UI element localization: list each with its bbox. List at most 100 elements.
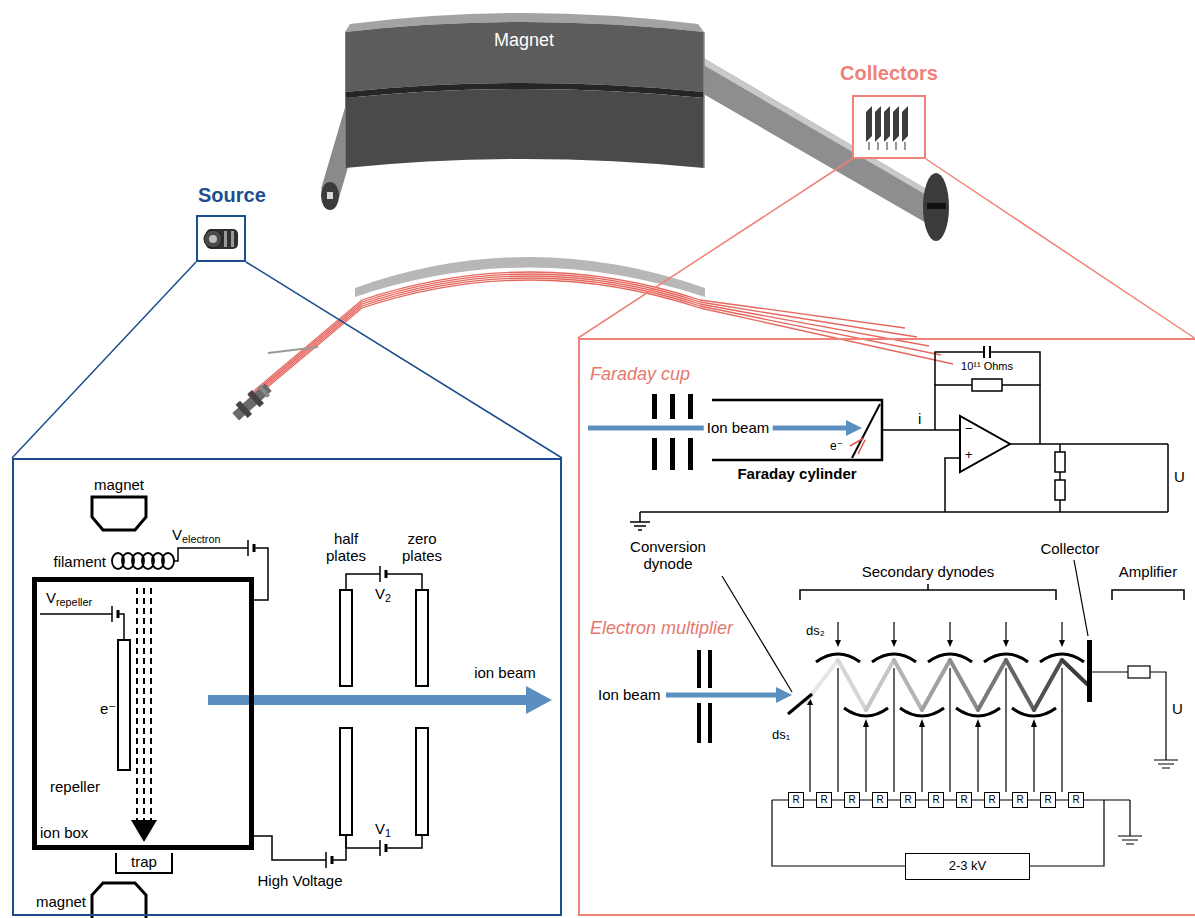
slit-plate xyxy=(268,347,318,353)
ion-box: Vrepellerrepellere⁻ion box xyxy=(32,577,254,850)
resistor-box: R xyxy=(844,792,860,808)
part-label: trap xyxy=(131,853,157,870)
dynode-wire xyxy=(1092,671,1128,672)
part-label: magnet xyxy=(94,476,144,493)
leader-line xyxy=(578,159,1195,338)
amplifier-circuit xyxy=(945,458,960,512)
wire-arrowhead xyxy=(947,640,953,647)
bracket xyxy=(800,584,1184,600)
magnet-face xyxy=(345,22,704,92)
electron-cascade xyxy=(806,660,1087,710)
source-icon xyxy=(231,231,234,247)
slit-plate xyxy=(697,703,701,743)
source-box: Source xyxy=(196,215,246,262)
slit-plate xyxy=(670,438,675,470)
wire-arrowhead xyxy=(835,640,841,647)
part-label: e⁻ xyxy=(100,700,116,717)
ion-trajectory xyxy=(252,280,953,400)
magnet-shape xyxy=(345,4,705,176)
wire xyxy=(254,836,326,860)
ion-beam-arrow xyxy=(846,420,862,436)
part-label: zero plates xyxy=(396,530,448,565)
part-label: half plates xyxy=(320,530,372,565)
part-label: Ion beam xyxy=(598,686,661,703)
deflection-plate xyxy=(416,728,428,835)
dynode-wire xyxy=(1030,800,1104,866)
slit-plate xyxy=(708,650,712,688)
part-label: e⁻ xyxy=(830,440,843,454)
wire-arrowhead xyxy=(975,719,981,727)
source-icon xyxy=(204,230,222,248)
wire-arrowhead xyxy=(863,719,869,727)
dynode xyxy=(928,654,972,662)
battery-symbol xyxy=(379,840,381,856)
amplifier-circuit xyxy=(1055,480,1065,500)
ion-source-device xyxy=(247,390,264,407)
magnet-pole xyxy=(92,883,146,918)
slit-plate xyxy=(670,394,675,419)
dynode-wire xyxy=(865,722,866,792)
wire-arrowhead xyxy=(891,640,897,647)
resistor-box: R xyxy=(788,792,804,808)
electron-cascade xyxy=(978,660,1006,710)
collector-icon xyxy=(902,106,908,142)
part-label: Ion beam xyxy=(704,419,773,436)
amplifier-circuit xyxy=(1059,472,1061,480)
electron-beam xyxy=(131,820,157,842)
source-icon xyxy=(197,216,245,261)
electron-beam xyxy=(131,588,157,842)
leader-line xyxy=(1074,560,1088,636)
slit-plate xyxy=(708,703,712,743)
bracket xyxy=(800,584,1056,600)
collector-plate xyxy=(1087,640,1092,702)
leader-line xyxy=(722,560,1088,692)
section-heading: Electron multiplier xyxy=(590,618,733,639)
dynode-wire xyxy=(809,700,810,792)
dynode-wire xyxy=(772,622,1178,866)
amplifier-circuit xyxy=(1059,444,1061,452)
collector-icon xyxy=(866,106,872,142)
dynode xyxy=(984,654,1028,662)
wire-arrowhead xyxy=(807,640,1065,727)
op-amp-symbol xyxy=(960,416,1010,472)
battery-symbol xyxy=(247,540,249,556)
section-heading: Source xyxy=(198,184,266,207)
box-label: R xyxy=(932,794,939,806)
part-label: ion box xyxy=(40,824,88,841)
dynode-wire xyxy=(1128,666,1150,678)
box-label: R xyxy=(848,794,855,806)
wire-arrowhead xyxy=(1003,640,1009,647)
electron-cascade xyxy=(950,660,978,710)
electron-cascade xyxy=(838,660,866,710)
box-label: R xyxy=(960,794,967,806)
resistor-box: R xyxy=(872,792,888,808)
box-label: R xyxy=(876,794,883,806)
resistor-box: R xyxy=(984,792,1000,808)
voltage-label: Vrepeller xyxy=(46,589,92,606)
dynode-wire xyxy=(1005,668,1006,792)
collector-icon xyxy=(875,106,881,142)
dynode-wire xyxy=(893,668,894,792)
magnet-label: Magnet xyxy=(494,30,554,51)
amplifier-circuit xyxy=(1059,500,1061,512)
trap-bracket xyxy=(116,853,172,873)
electron-cascade xyxy=(1006,660,1034,710)
wire xyxy=(346,835,380,848)
part-label: Collector xyxy=(1040,540,1099,557)
tube-flange xyxy=(321,173,949,241)
ion-beam-arrow xyxy=(666,693,778,698)
ion-beam-arrow xyxy=(208,695,528,705)
resistor-box: R xyxy=(900,792,916,808)
collector-icon xyxy=(869,142,905,150)
dynode xyxy=(788,654,1084,716)
signal-label: i xyxy=(918,410,921,427)
slit-plate xyxy=(652,438,657,470)
wire-arrowhead xyxy=(1031,719,1037,727)
dynode-wire xyxy=(772,800,905,866)
voltage-label: High Voltage xyxy=(257,872,342,889)
battery-symbol xyxy=(379,566,381,582)
collector-box: Collectors xyxy=(852,95,926,159)
wire xyxy=(386,835,422,848)
slit-plate xyxy=(688,438,693,470)
dynode-wire xyxy=(1061,668,1062,792)
